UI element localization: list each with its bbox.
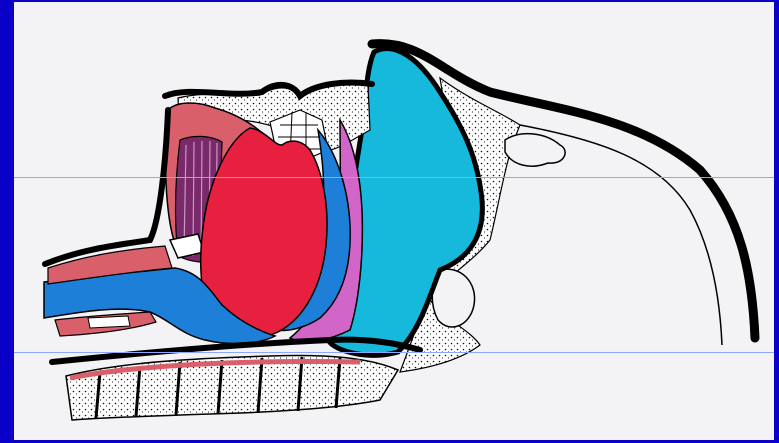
anatomy-diagram xyxy=(14,2,774,440)
slide-panel xyxy=(14,2,774,440)
guide-line-top xyxy=(14,177,774,178)
snout-upper-outline xyxy=(45,110,168,264)
jaw-white-bar xyxy=(88,316,130,328)
guide-line-bottom xyxy=(14,352,774,353)
bone-cavity xyxy=(505,134,565,166)
